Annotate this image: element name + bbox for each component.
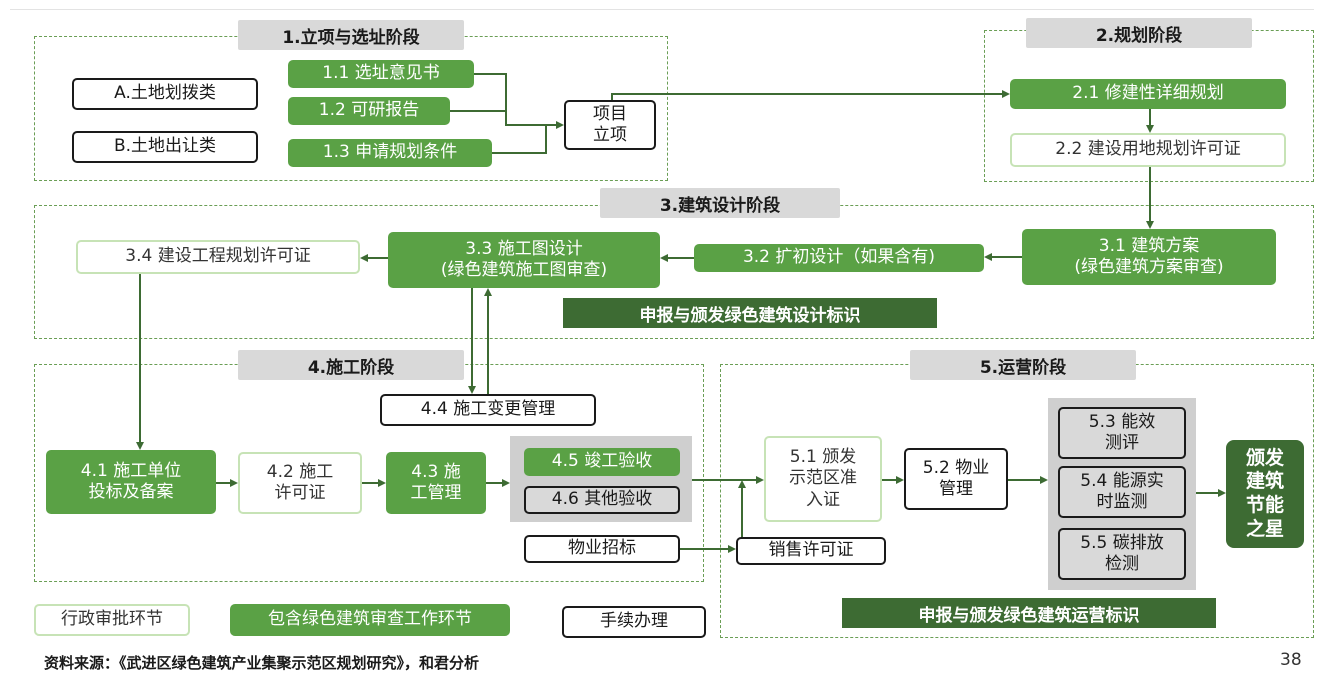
node-2-1: 2.1 修建性详细规划: [1010, 79, 1286, 109]
node-5-5: 5.5 碳排放 检测: [1058, 528, 1186, 580]
legend-procedure: 手续办理: [562, 606, 706, 638]
node-1-2: 1.2 可研报告: [288, 97, 450, 125]
node-4-6: 4.6 其他验收: [524, 486, 680, 514]
property-bidding-box: 物业招标: [524, 535, 680, 563]
project-approval-box: 项目 立项: [564, 100, 656, 150]
node-1-3: 1.3 申请规划条件: [288, 139, 492, 167]
stage-3-title: 3.建筑设计阶段: [600, 188, 840, 218]
node-4-4: 4.4 施工变更管理: [380, 394, 596, 426]
source-note: 资料来源：《武进区绿色建筑产业集聚示范区规划研究》，和君分析: [44, 654, 480, 672]
node-3-2: 3.2 扩初设计（如果含有): [694, 244, 984, 272]
node-5-2: 5.2 物业 管理: [904, 448, 1008, 510]
node-1-1: 1.1 选址意见书: [288, 60, 474, 88]
node-5-1: 5.1 颁发 示范区准 入证: [764, 436, 882, 522]
sales-permit-box: 销售许可证: [736, 537, 886, 565]
node-2-2: 2.2 建设用地规划许可证: [1010, 133, 1286, 167]
node-3-3: 3.3 施工图设计 (绿色建筑施工图审查): [388, 232, 660, 288]
node-4-2: 4.2 施工 许可证: [238, 452, 362, 514]
node-4-1: 4.1 施工单位 投标及备案: [46, 450, 216, 514]
node-3-4: 3.4 建设工程规划许可证: [76, 240, 360, 274]
legend-admin-approval: 行政审批环节: [34, 604, 190, 636]
node-3-1: 3.1 建筑方案 (绿色建筑方案审查): [1022, 229, 1276, 285]
node-5-3: 5.3 能效 测评: [1058, 407, 1186, 459]
stage-1-title: 1.立项与选址阶段: [238, 20, 464, 50]
node-5-4: 5.4 能源实 时监测: [1058, 466, 1186, 518]
energy-saving-star-box: 颁发 建筑 节能 之星: [1226, 440, 1304, 548]
slide-frame: [10, 9, 1314, 676]
land-allocation-box: A.土地划拨类: [72, 78, 258, 110]
legend-green-review: 包含绿色建筑审查工作环节: [230, 604, 510, 636]
stage-2-title: 2.规划阶段: [1026, 18, 1252, 48]
operation-label-band: 申报与颁发绿色建筑运营标识: [842, 598, 1216, 628]
stage-5-title: 5.运营阶段: [910, 350, 1136, 380]
page-number: 38: [1280, 650, 1302, 670]
design-label-band: 申报与颁发绿色建筑设计标识: [563, 298, 937, 328]
land-transfer-box: B.土地出让类: [72, 131, 258, 163]
node-4-3: 4.3 施 工管理: [386, 452, 486, 514]
node-4-5: 4.5 竣工验收: [524, 448, 680, 476]
stage-4-title: 4.施工阶段: [238, 350, 464, 380]
